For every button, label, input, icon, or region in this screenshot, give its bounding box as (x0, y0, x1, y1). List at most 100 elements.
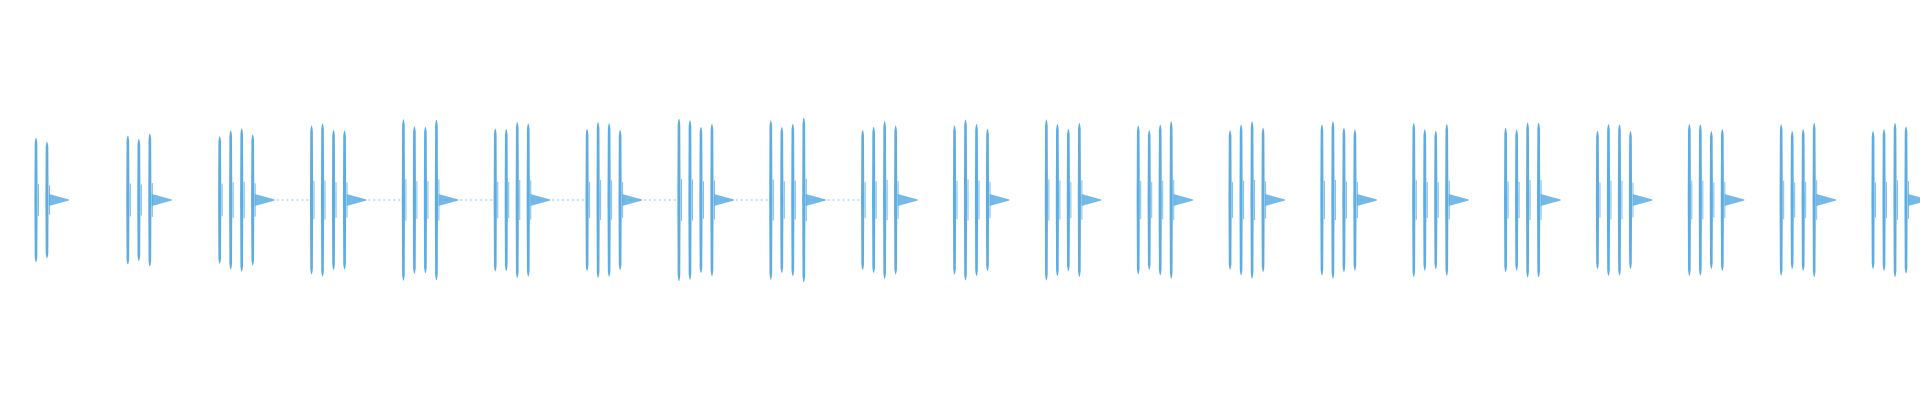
waveform-pulse (1158, 124, 1162, 276)
waveform-pulse (688, 120, 692, 280)
waveform-burst (1412, 123, 1469, 277)
waveform-burst (493, 122, 551, 278)
waveform-pulse (1893, 122, 1897, 278)
waveform-tail (1908, 194, 1920, 206)
waveform-pulse (1261, 127, 1265, 273)
waveform-pulse (423, 126, 428, 274)
waveform-pulse (1537, 122, 1541, 278)
waveform-pulse (1136, 125, 1140, 275)
waveform-tail (254, 194, 275, 206)
waveform-pulse (434, 119, 439, 281)
waveform-tail (713, 194, 734, 206)
waveform-pulse (1871, 131, 1875, 269)
waveform-burst (401, 119, 459, 281)
waveform-pulse (952, 125, 957, 275)
waveform-burst (218, 128, 275, 272)
waveform-pulse (1239, 124, 1243, 276)
waveform-tail (1448, 194, 1469, 206)
waveform-pulse (1720, 129, 1724, 271)
waveform-tail (346, 194, 367, 206)
waveform-burst (1871, 122, 1920, 278)
waveform-pulse (780, 126, 784, 274)
waveform-pulse (1250, 121, 1254, 279)
waveform-pulse (1066, 128, 1070, 272)
waveform-pulse (34, 137, 38, 263)
waveform-tail (1265, 194, 1286, 206)
waveform-pulse (526, 123, 530, 277)
waveform-pulse (1077, 123, 1081, 277)
waveform-pulse (1044, 119, 1048, 281)
waveform-pulse (1412, 123, 1416, 277)
waveform-bursts-layer (34, 117, 1920, 283)
waveform-pulse (974, 124, 979, 276)
waveform-pulse (504, 128, 508, 272)
waveform-pulse (1628, 131, 1633, 269)
waveform-tail (1356, 194, 1377, 206)
waveform-burst (1228, 121, 1286, 279)
waveform-burst (1779, 122, 1837, 278)
waveform-pulse (126, 135, 130, 265)
waveform-burst (126, 133, 172, 267)
waveform-pulse (1882, 129, 1886, 271)
waveform-pulse (309, 125, 314, 275)
waveform-pulse (229, 130, 233, 270)
waveform-pulse (493, 128, 497, 272)
waveform-burst (677, 118, 734, 282)
waveform-tail (897, 194, 918, 206)
waveform-pulse (1445, 124, 1449, 276)
waveform-pulse (45, 141, 49, 259)
waveform-burst (1595, 124, 1653, 276)
waveform-pulse (677, 118, 681, 282)
waveform-pulse (883, 121, 887, 279)
waveform-tail (1816, 194, 1837, 206)
waveform-pulse (1687, 124, 1691, 276)
waveform-pulse (769, 120, 773, 280)
waveform-tail (622, 194, 643, 206)
waveform-burst (769, 117, 826, 283)
waveform-pulse (1434, 130, 1438, 270)
waveform-pulse (1342, 127, 1346, 273)
waveform-tail (1724, 194, 1745, 206)
waveform-pulse (596, 122, 600, 278)
waveform-burst (1504, 122, 1561, 278)
waveform-pulse (137, 139, 141, 261)
waveform-tail (1081, 194, 1102, 206)
waveform-pulse (1331, 121, 1335, 279)
waveform-tail (49, 194, 69, 206)
waveform-pulse (1353, 129, 1357, 271)
waveform-burst (1687, 124, 1745, 276)
waveform-tail (530, 194, 551, 206)
waveform-pulse (1801, 129, 1805, 271)
waveform-pulse (240, 128, 244, 272)
waveform-pulse (618, 129, 622, 271)
waveform-pulse (607, 123, 611, 277)
waveform-pulse (985, 128, 990, 272)
waveform-pulse (401, 119, 406, 281)
waveform-pulse (1423, 129, 1427, 271)
waveform-pulse (791, 123, 795, 277)
waveform-pulse (251, 134, 255, 266)
waveform-pulse (1790, 131, 1794, 269)
waveform-pulse (1812, 122, 1816, 278)
waveform-pulse (1779, 124, 1783, 276)
waveform-burst (952, 119, 1010, 281)
waveform-pulse (1055, 124, 1059, 276)
waveform-pulse (1698, 124, 1702, 276)
waveform-pulse (218, 136, 222, 264)
waveform-pulse (1515, 129, 1519, 271)
waveform-pulse (148, 133, 152, 267)
waveform-pulse (872, 126, 876, 274)
waveform-tail (805, 194, 826, 206)
waveform-burst (1136, 121, 1194, 279)
waveform-tail (1540, 194, 1561, 206)
waveform-pulse (1595, 130, 1600, 270)
waveform-tail (1173, 194, 1194, 206)
waveform-pulse (1147, 130, 1151, 270)
waveform-burst (1044, 119, 1102, 281)
waveform-tail (1632, 194, 1653, 206)
waveform-pulse (412, 126, 417, 274)
waveform-pulse (331, 129, 336, 271)
waveform-pulse (1709, 131, 1713, 269)
waveform-pulse (963, 119, 968, 281)
